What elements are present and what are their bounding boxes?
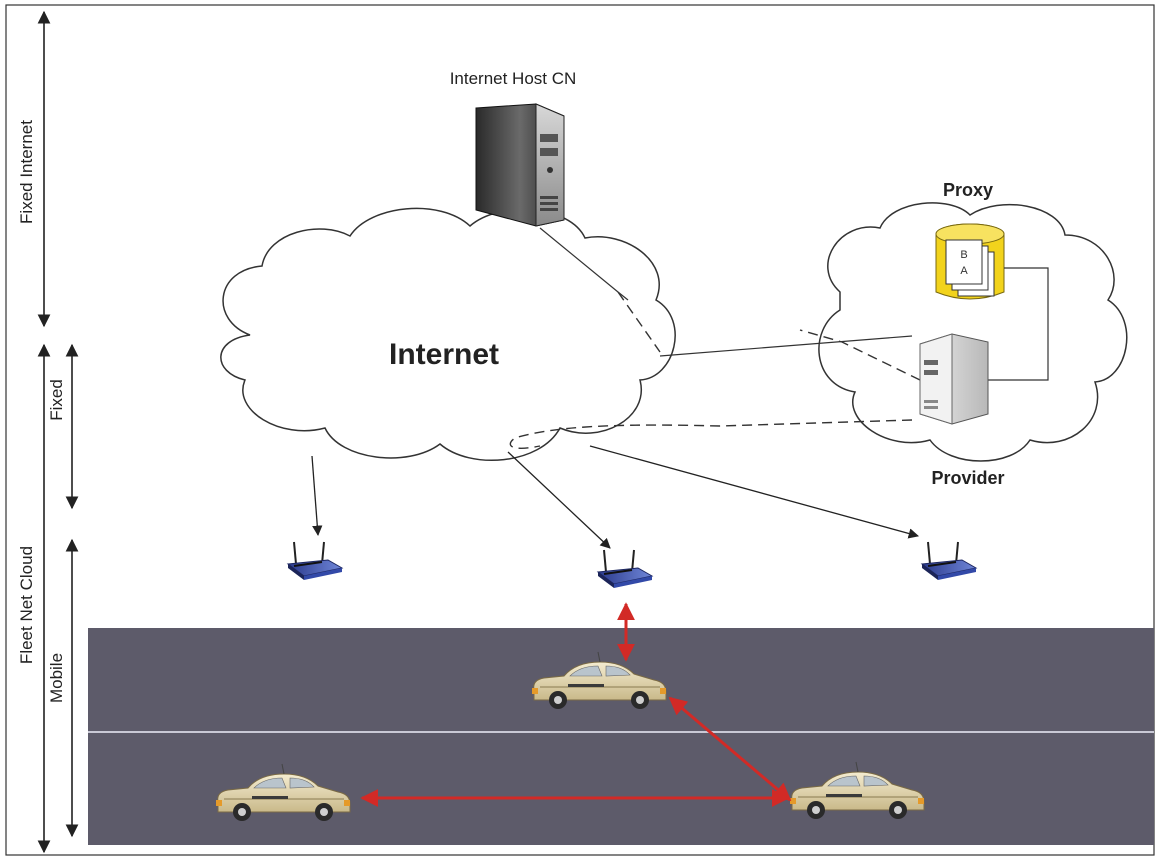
internet-to-router-2-link	[507, 451, 611, 549]
proxy-label: Proxy	[943, 180, 993, 200]
proxy-database-icon: B A	[935, 223, 1005, 300]
provider-label: Provider	[931, 468, 1004, 488]
provider-dashed-link-upper	[799, 329, 921, 381]
internet-cloud	[220, 207, 676, 461]
internet-to-provider-link	[659, 335, 913, 357]
host-to-internet-link	[539, 227, 661, 353]
fleet-net-cloud-label: Fleet Net Cloud	[17, 546, 36, 664]
proxy-provider-cloud	[818, 202, 1128, 462]
mobile-label: Mobile	[47, 653, 66, 703]
provider-server-icon	[919, 333, 989, 425]
internet-host-label: Internet Host CN	[450, 69, 577, 88]
proxy-doc-b-label: B	[960, 249, 967, 261]
internet-to-router-3-link	[589, 445, 920, 539]
proxy-doc-a-label: A	[960, 265, 968, 277]
internet-label: Internet	[389, 338, 499, 371]
internet-host-server-icon	[475, 103, 565, 227]
fixed-internet-label: Fixed Internet	[17, 120, 36, 224]
proxy-provider-connector	[988, 267, 1049, 381]
car-car-diagonal-link	[668, 696, 792, 802]
internet-to-router-1-link	[311, 455, 323, 537]
fixed-label: Fixed	[47, 379, 66, 421]
